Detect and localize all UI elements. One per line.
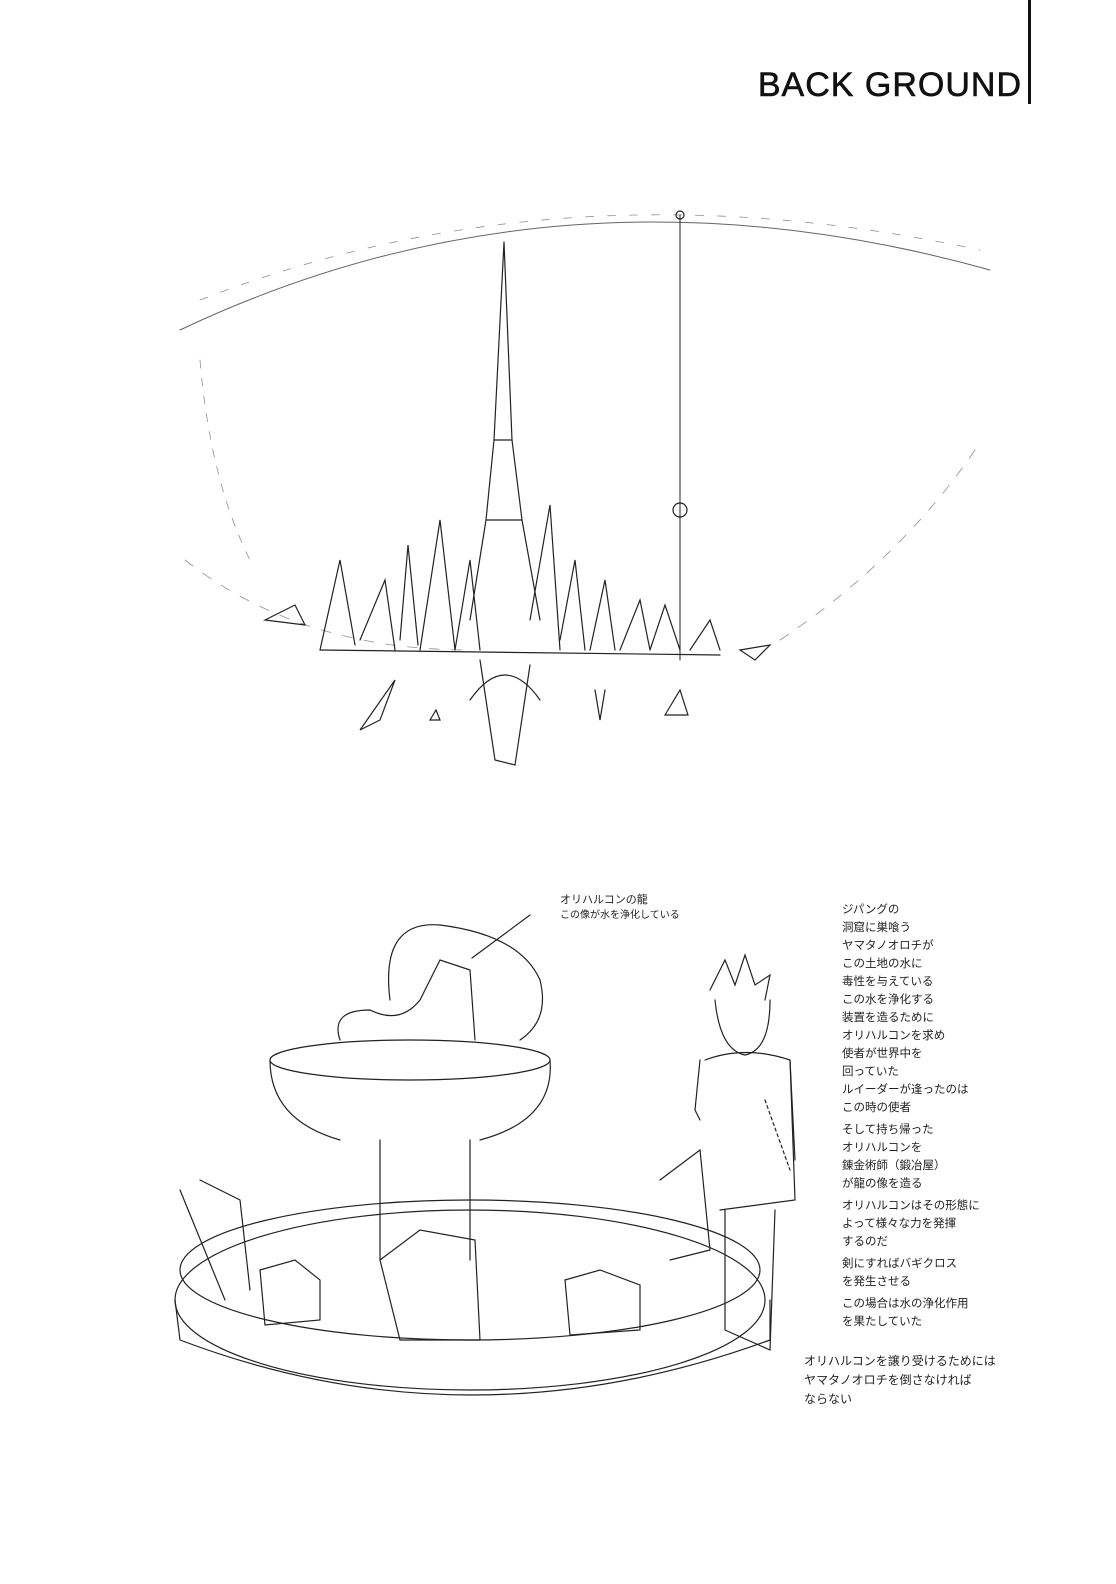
note-line: ヤマタノオロチが	[842, 938, 934, 952]
callout-line: オリハルコンの龍	[560, 893, 648, 906]
note-line: ならない	[804, 1392, 853, 1406]
note-line: ルイーダーが逢ったのは	[842, 1082, 969, 1096]
note-line: そして持ち帰った	[842, 1122, 934, 1136]
note-line: この水を浄化する	[842, 992, 934, 1006]
boy-character-sketch	[694, 953, 796, 1351]
crystal-castle-sketch	[179, 210, 991, 766]
note-line: が龍の像を造る	[842, 1176, 923, 1190]
note-line: を果たしていた	[842, 1314, 923, 1328]
side-notes: ジパングの 洞窟に巣喰う ヤマタノオロチが この土地の水に 毒性を与えている こ…	[842, 900, 980, 1330]
note-line: 毒性を与えている	[842, 974, 934, 988]
note-line: オリハルコンを求め	[842, 1028, 946, 1042]
note-line: 使者が世界中を	[842, 1046, 923, 1060]
note-line: この時の使者	[842, 1100, 911, 1114]
dragon-callout: オリハルコンの龍 この像が水を浄化している	[560, 892, 680, 924]
note-line: ヤマタノオロチを倒さなければ	[804, 1373, 972, 1387]
callout-line: この像が水を浄化している	[560, 910, 680, 921]
page-title: BACK GROUND	[757, 66, 1022, 105]
note-line: この場合は水の浄化作用	[842, 1296, 969, 1310]
note-line: 洞窟に巣喰う	[842, 920, 911, 934]
note-line: この土地の水に	[842, 956, 923, 970]
note-line: するのだ	[842, 1234, 888, 1248]
note-line: 剣にすればバギクロス	[842, 1256, 958, 1270]
dragon-fountain-sketch	[174, 914, 771, 1396]
note-line: オリハルコンを	[842, 1140, 923, 1154]
note-line: 装置を造るために	[842, 1010, 934, 1024]
note-line: ジパングの	[842, 902, 900, 916]
note-line: 回っていた	[842, 1064, 899, 1078]
note-line: 錬金術師（鍛冶屋）	[842, 1158, 946, 1172]
note-line: を発生させる	[842, 1274, 911, 1288]
header-rule	[1028, 0, 1031, 104]
note-line: オリハルコンを譲り受けるためには	[804, 1354, 996, 1368]
note-line: よって様々な力を発揮	[842, 1216, 957, 1230]
bottom-note: オリハルコンを譲り受けるためには ヤマタノオロチを倒さなければ ならない	[804, 1352, 996, 1409]
note-line: オリハルコンはその形態に	[842, 1198, 980, 1212]
